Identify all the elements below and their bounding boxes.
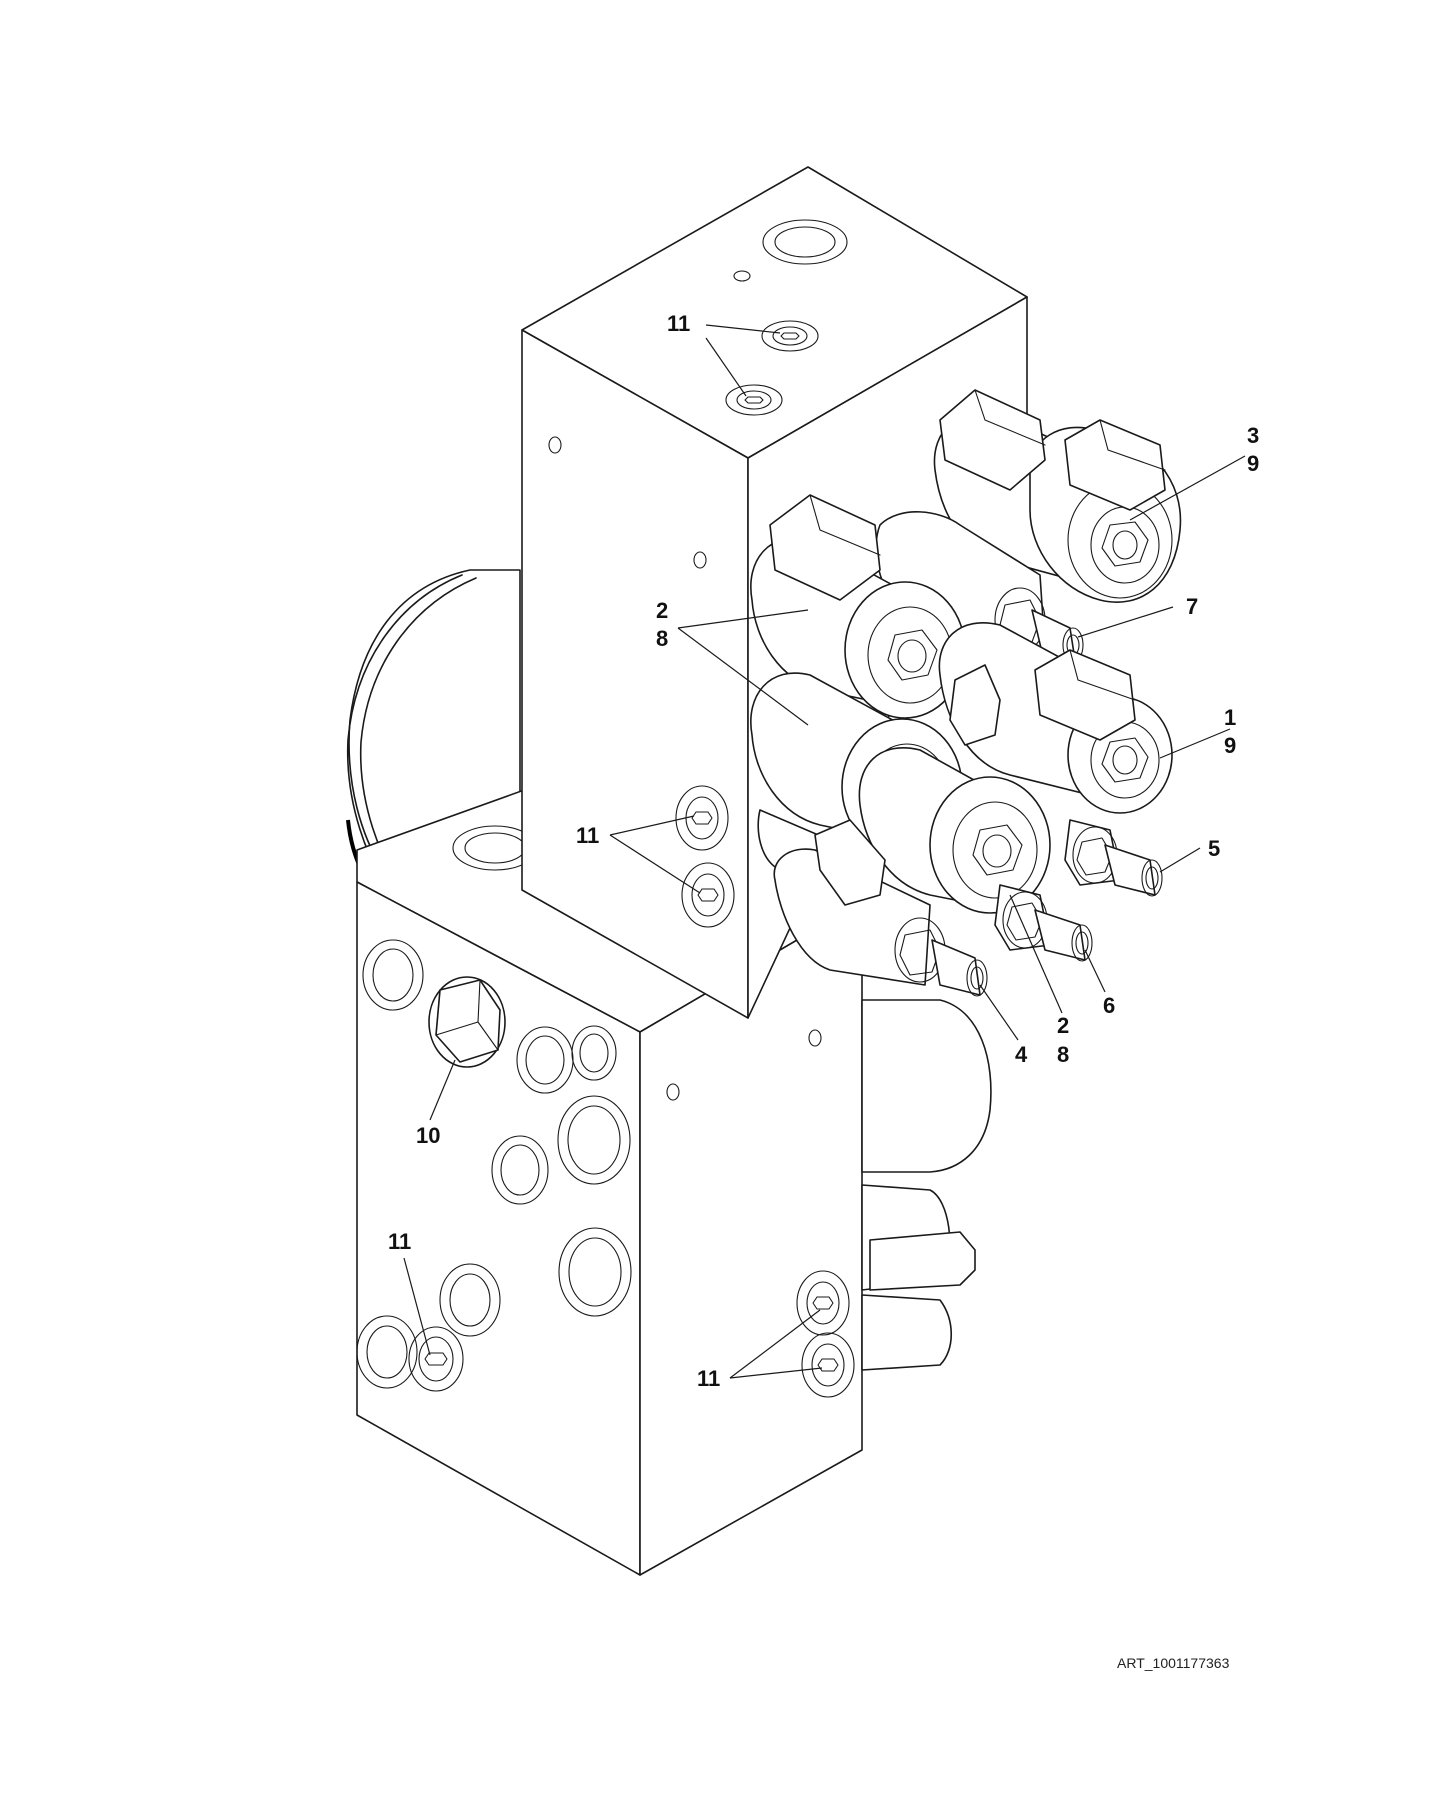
drill-hole xyxy=(808,1029,822,1047)
socket-plug xyxy=(796,1270,850,1336)
lower-block-ports xyxy=(356,939,822,1392)
callout-5: 5 xyxy=(1208,836,1220,861)
socket-plug xyxy=(681,862,735,928)
callout-11-low-right: 11 xyxy=(697,1366,720,1391)
callout-1: 1 xyxy=(1224,705,1236,730)
hex-plug xyxy=(428,976,506,1068)
cartridge-4 xyxy=(757,809,988,997)
lower-right-plugs xyxy=(796,1270,855,1398)
top-port xyxy=(762,219,848,265)
solenoid-coil-2-upper xyxy=(750,494,966,719)
drill-hole xyxy=(693,551,707,569)
drill-hole xyxy=(666,1083,680,1101)
port-ring xyxy=(571,1025,617,1081)
callout-8-bottom: 8 xyxy=(1057,1042,1069,1067)
port-ring xyxy=(439,1263,501,1337)
callout-2-bottom: 2 xyxy=(1057,1013,1069,1038)
callout-9-mid: 9 xyxy=(1224,733,1236,758)
callout-6: 6 xyxy=(1103,993,1115,1018)
drill-hole xyxy=(733,270,751,282)
callout-11-top: 11 xyxy=(667,311,690,336)
port-ring xyxy=(356,1315,418,1389)
socket-plug xyxy=(761,320,819,352)
callout-11-low-left: 11 xyxy=(388,1229,411,1254)
solenoid-coil-2-front xyxy=(858,747,1051,914)
callout-11-mid: 11 xyxy=(576,823,599,848)
port-ring xyxy=(558,1227,632,1317)
callout-2-left: 2 xyxy=(656,598,668,623)
solenoid-coil-1 xyxy=(938,622,1173,814)
port-ring xyxy=(491,1135,549,1205)
callout-9-top: 9 xyxy=(1247,451,1259,476)
socket-plug xyxy=(725,384,783,416)
solenoid-coil-3 xyxy=(933,389,1182,603)
callout-7: 7 xyxy=(1186,594,1198,619)
callout-3: 3 xyxy=(1247,423,1259,448)
callout-4: 4 xyxy=(1015,1042,1028,1067)
socket-plug xyxy=(408,1326,464,1392)
port-ring xyxy=(557,1095,631,1185)
leader-lines xyxy=(403,324,1246,1379)
cartridge-5 xyxy=(1064,819,1163,897)
cartridge-6 xyxy=(994,884,1093,962)
drill-hole xyxy=(548,436,562,454)
rear-cartridges xyxy=(861,999,992,1371)
socket-plug xyxy=(801,1332,855,1398)
callout-8-left: 8 xyxy=(656,626,668,651)
art-reference-id: ART_1001177363 xyxy=(1117,1655,1230,1671)
callout-10: 10 xyxy=(416,1123,440,1148)
port-ring xyxy=(362,939,424,1011)
callout-labels: 11 3 9 2 8 7 1 9 11 5 6 2 8 4 10 11 11 xyxy=(388,311,1259,1391)
